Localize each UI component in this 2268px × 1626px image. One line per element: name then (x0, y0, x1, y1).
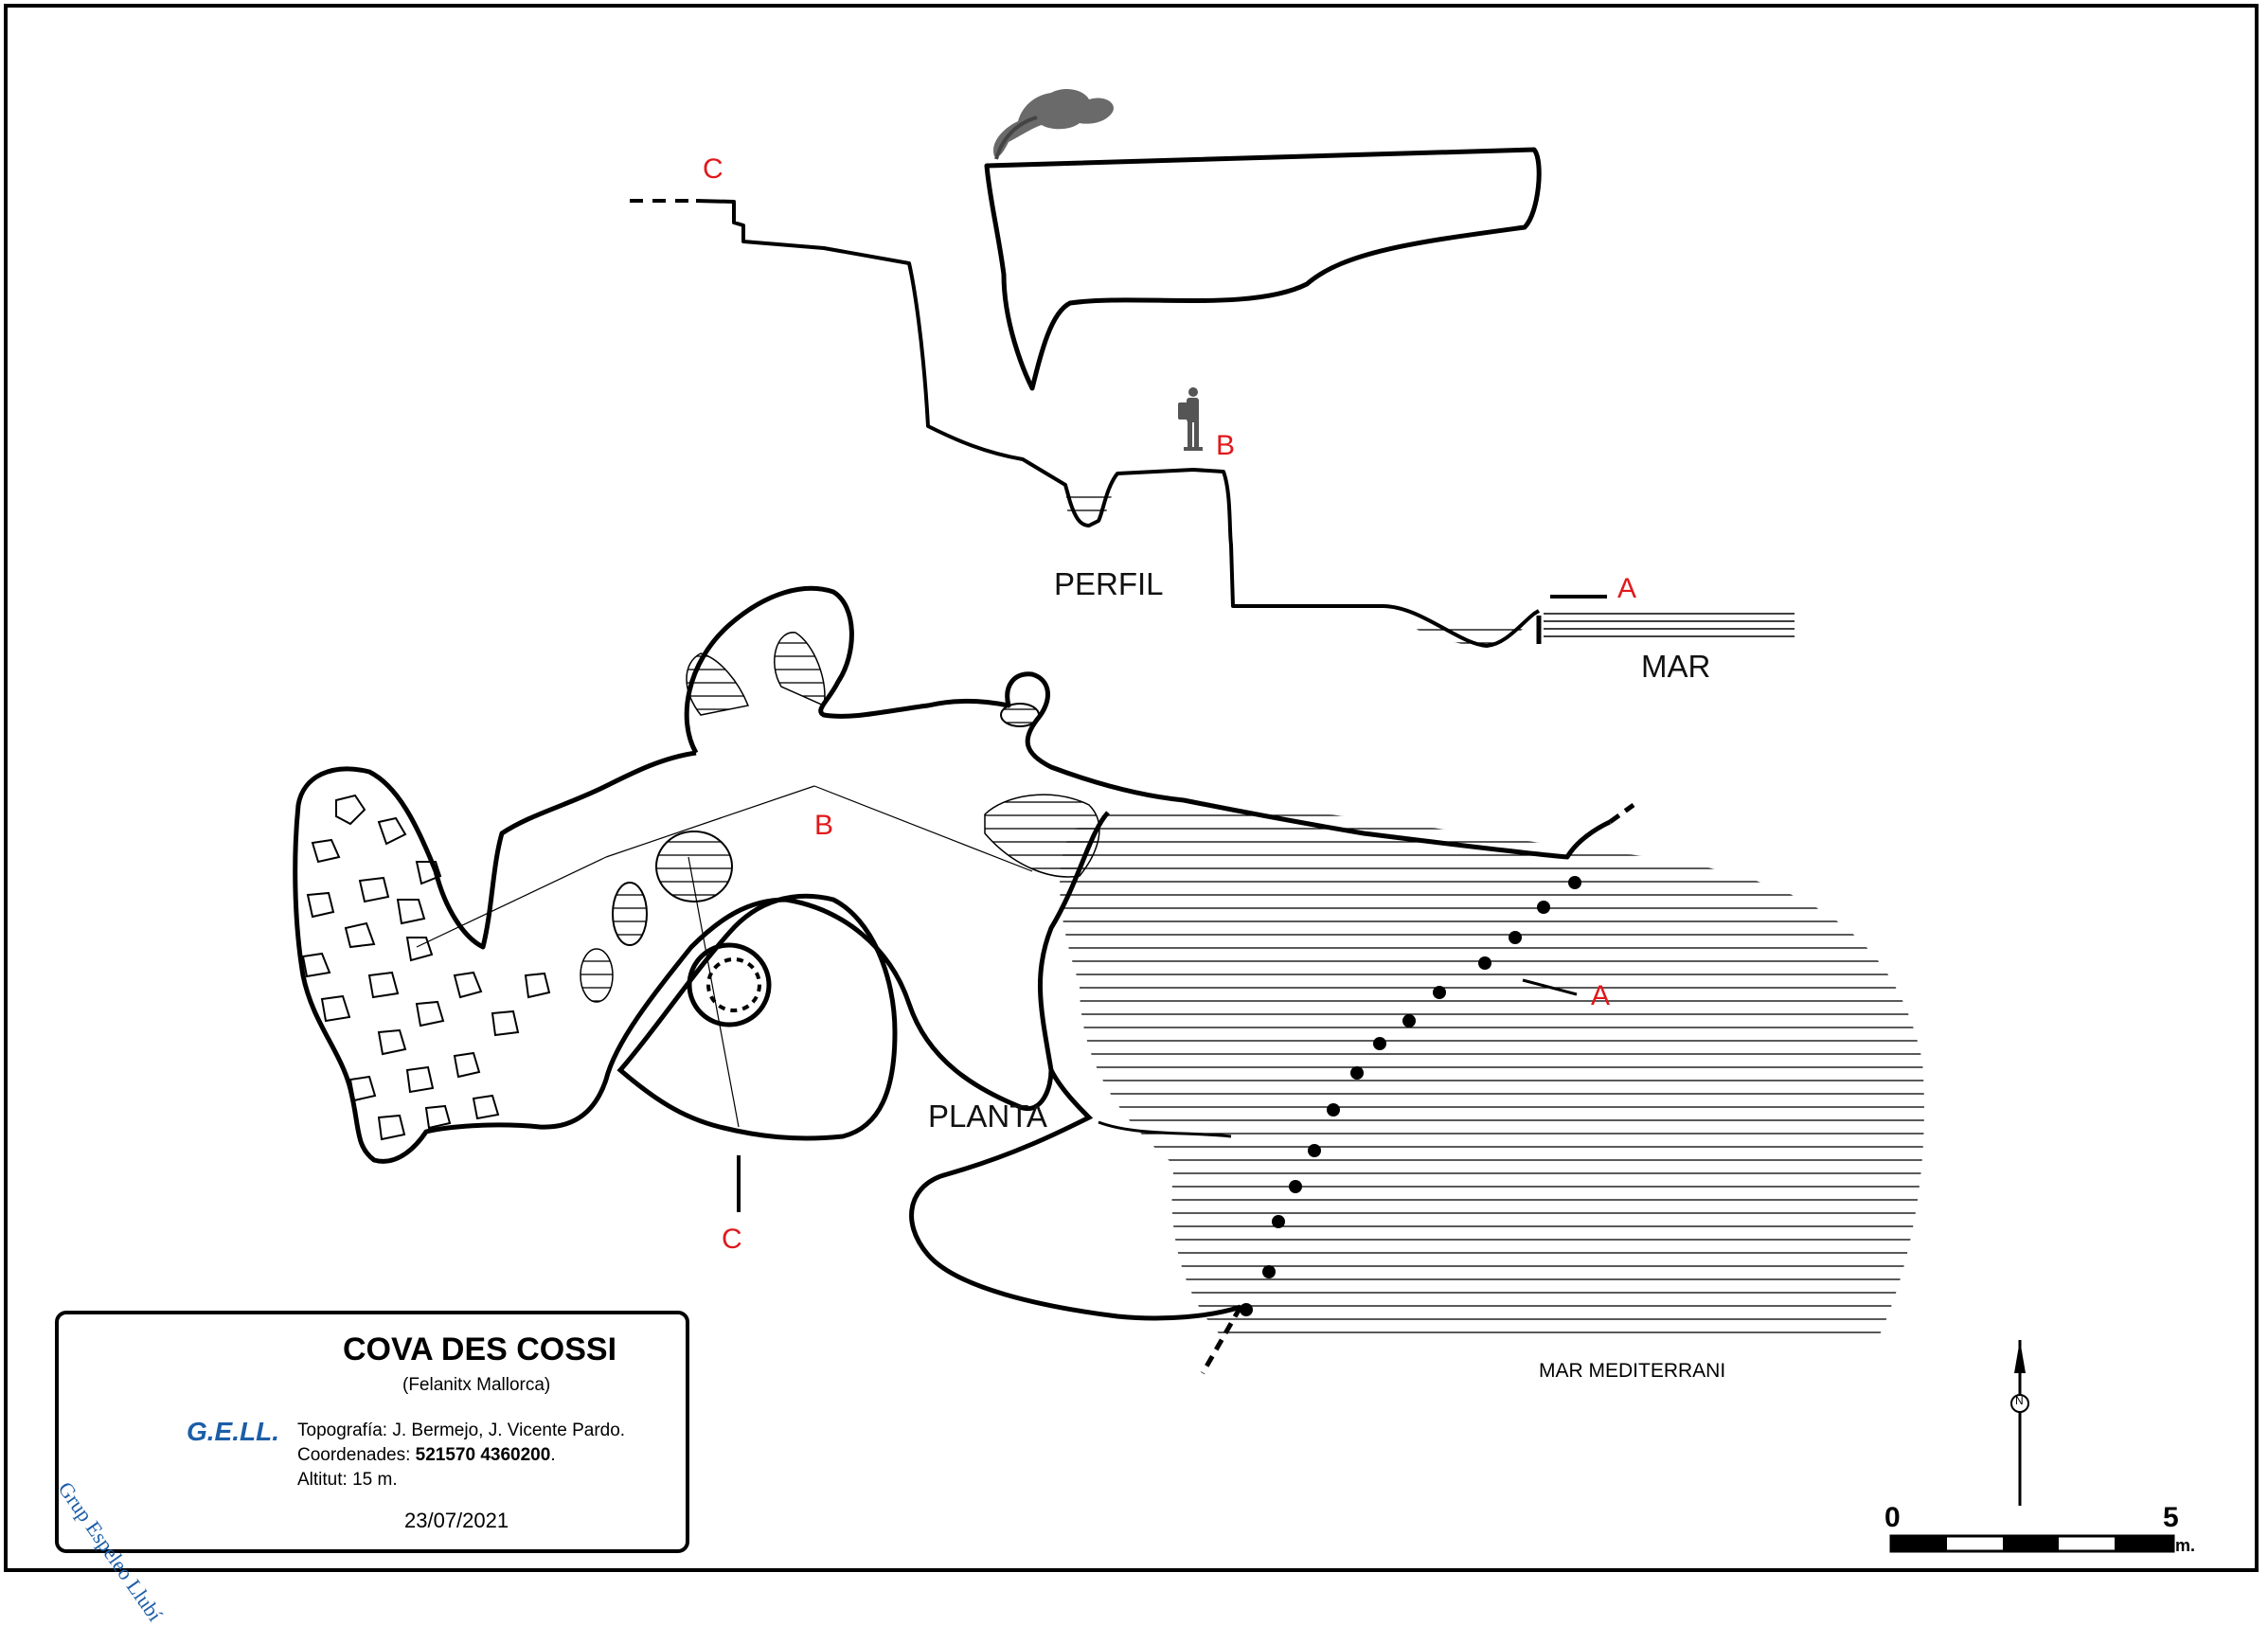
marker-c-profile: C (703, 153, 723, 185)
person-icon (1178, 387, 1203, 451)
profile-section (630, 89, 1795, 648)
topography-credit: Topografía: J. Bermejo, J. Vicente Pardo… (297, 1421, 626, 1440)
marker-a-plan: A (1591, 980, 1611, 1011)
sea-profile-lines (1544, 613, 1795, 637)
survey-date: 23/07/2021 (404, 1509, 509, 1532)
marker-b-profile: B (1216, 430, 1236, 461)
coordinates: Coordenades: 521570 4360200. (297, 1445, 556, 1466)
logo-text: G.E.LL. (187, 1417, 279, 1446)
coords-label: Coordenades: (297, 1445, 411, 1465)
scale-unit: m. (2175, 1536, 2196, 1555)
coords-end: . (550, 1445, 556, 1465)
scale-bar (1889, 1534, 2175, 1553)
map-frame (4, 4, 2259, 1572)
scale-end: 5 (2163, 1502, 2179, 1533)
shoreline-dots (1240, 876, 1581, 1316)
coords-value: 521570 4360200 (415, 1445, 551, 1465)
sea-label: MAR (1641, 649, 1711, 684)
tree-icon (993, 89, 1114, 160)
scale-start: 0 (1884, 1502, 1901, 1533)
cave-title: COVA DES COSSI (343, 1331, 617, 1367)
marker-b-plan: B (814, 810, 834, 841)
plan-label: PLANTA (928, 1099, 1047, 1134)
altitude: Altitut: 15 m. (297, 1470, 398, 1490)
plan-section (293, 585, 1924, 1375)
mediterranean-label: MAR MEDITERRANI (1539, 1360, 1726, 1382)
marker-c-plan: C (722, 1224, 742, 1255)
sea-hatch (1060, 804, 1924, 1345)
logo-ring-text: Grup Espeleo Llubí (53, 1477, 168, 1626)
boulders (301, 794, 551, 1141)
marker-a-profile: A (1617, 573, 1637, 604)
north-symbol: N (2015, 1394, 2024, 1407)
cave-location: (Felanitx Mallorca) (402, 1375, 551, 1395)
legend-box: COVA DES COSSI (Felanitx Mallorca) G.E.L… (54, 1311, 689, 1625)
profile-label: PERFIL (1054, 566, 1164, 601)
north-arrow-icon (2010, 1340, 2029, 1506)
